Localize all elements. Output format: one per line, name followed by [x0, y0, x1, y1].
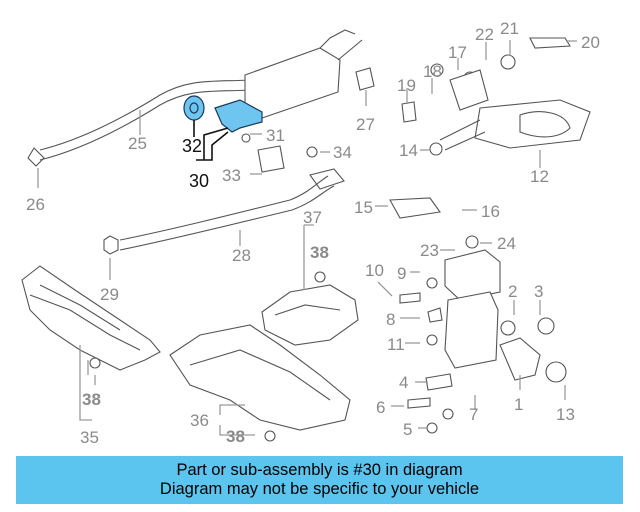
callout-labels: 20 21 22 17 18 19 27 25 31 34 33 26 12 1…	[26, 19, 600, 447]
callout-5: 5	[403, 420, 412, 439]
callout-36: 36	[190, 411, 209, 430]
heat-shield-upper	[261, 284, 359, 346]
callout-21: 21	[500, 19, 519, 38]
callout-16: 16	[481, 202, 500, 221]
callout-17: 17	[448, 43, 467, 62]
hanger-bracket-30	[214, 99, 263, 133]
rear-muffler-assembly	[27, 29, 363, 167]
callout-11: 11	[387, 335, 405, 354]
fasteners	[89, 37, 571, 442]
callout-14: 14	[399, 141, 418, 160]
callout-23: 23	[420, 241, 439, 260]
catalytic-converter	[439, 99, 591, 151]
exhaust-parts-diagram: 20 21 22 17 18 19 27 25 31 34 33 26 12 1…	[21, 19, 600, 447]
callout-22: 22	[475, 25, 494, 44]
caption-line-2: Diagram may not be specific to your vehi…	[159, 480, 480, 498]
callout-31: 31	[266, 126, 285, 145]
callout-24: 24	[497, 234, 516, 253]
callout-26: 26	[26, 195, 45, 214]
callout-30: 30	[189, 171, 209, 191]
callout-25: 25	[128, 134, 147, 153]
callout-12: 12	[530, 167, 549, 186]
heat-shield-left	[21, 265, 161, 371]
leader-lines-highlighted	[193, 120, 229, 161]
callout-38-left: 38	[82, 390, 101, 409]
callout-37: 37	[303, 208, 322, 227]
callout-34: 34	[333, 143, 352, 162]
callout-6: 6	[376, 398, 385, 417]
callout-19: 19	[397, 76, 416, 95]
callout-4: 4	[399, 373, 408, 392]
callout-32: 32	[182, 136, 202, 156]
callout-10: 10	[365, 261, 384, 280]
leader-lines	[37, 40, 577, 436]
callout-13: 13	[556, 405, 575, 424]
callout-9: 9	[397, 264, 406, 283]
callout-33: 33	[222, 166, 241, 185]
callout-38-upper: 38	[310, 243, 329, 262]
front-pipe	[103, 168, 345, 255]
callout-3: 3	[534, 282, 543, 301]
turbo-assembly	[444, 249, 541, 381]
callout-1: 1	[514, 395, 523, 414]
callout-7: 7	[469, 405, 478, 424]
callout-35: 35	[80, 428, 99, 447]
callout-29: 29	[100, 285, 119, 304]
heat-shield-center	[169, 324, 351, 431]
callout-20: 20	[581, 33, 600, 52]
callout-15: 15	[354, 198, 373, 217]
callout-18: 18	[423, 62, 442, 81]
callout-27: 27	[356, 115, 375, 134]
callout-38-lower: 38	[226, 427, 245, 446]
callout-28: 28	[232, 246, 251, 265]
callout-8: 8	[386, 310, 395, 329]
caption-banner: Part or sub-assembly is #30 in diagram D…	[16, 456, 623, 504]
caption-line-1: Part or sub-assembly is #30 in diagram	[176, 461, 463, 479]
callout-2: 2	[508, 282, 517, 301]
highlighted-part-30	[183, 95, 263, 133]
